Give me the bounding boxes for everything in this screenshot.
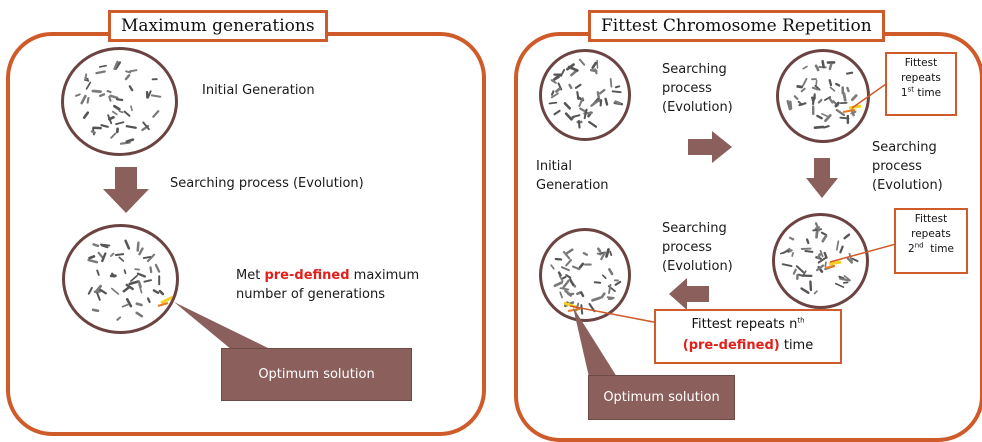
chromosome-mark: [600, 90, 604, 93]
chromosome-mark: [111, 96, 118, 98]
chromosome-mark: [550, 103, 557, 104]
chromosome-mark: [84, 113, 88, 118]
chromosome-mark: [82, 96, 86, 103]
final-generation-cell: [62, 224, 179, 334]
callout-pointer-2: [828, 240, 898, 270]
down-arrow-icon: [103, 167, 149, 215]
chromosome-mark: [116, 122, 123, 124]
chromosome-mark: [131, 106, 132, 110]
chromosome-mark: [153, 111, 158, 117]
chromosome-mark: [606, 99, 607, 105]
chromosome-mark: [616, 102, 620, 104]
chromosome-mark: [125, 112, 130, 116]
fittest-repeats-nth-callout: Fittest repeats nth (pre-defined) time: [654, 309, 842, 364]
chromosome-mark: [76, 94, 80, 95]
chromosome-mark: [126, 71, 130, 72]
initial-generation-cell: [61, 47, 178, 156]
optimum-solution-box-right: Optimum solution: [588, 375, 735, 420]
chromosome-mark: [569, 67, 577, 71]
chromosome-mark: [92, 131, 95, 132]
predefined-highlight: pre-defined: [264, 268, 349, 283]
chromosome-mark: [601, 100, 602, 105]
chromosome-mark: [121, 143, 130, 144]
chromosome-mark: [87, 83, 91, 89]
optimum-solution-box: Optimum solution: [221, 348, 412, 401]
chromosome-mark: [93, 91, 101, 92]
chromosome-mark: [126, 75, 129, 79]
chromosome-mark: [111, 134, 115, 138]
chromosome-mark: [130, 86, 132, 90]
chromosome-mark: [580, 109, 585, 112]
met-predefined-label: Met pre-defined maximum number of genera…: [236, 266, 419, 304]
chromosome-mark: [616, 86, 620, 87]
chromosome-mark: [97, 72, 105, 74]
chromosome-mark: [100, 94, 104, 96]
chromosome-mark: [86, 74, 87, 78]
chromosome-mark: [88, 98, 89, 103]
chromosome-mark: [580, 60, 584, 65]
chromosome-mark: [109, 97, 110, 101]
fittest-repeats-2nd-callout: Fittest repeats 2nd time: [894, 208, 968, 274]
chromosome-mark: [114, 106, 119, 109]
predefined-highlight-right: (pre-defined): [683, 338, 780, 353]
chromosome-mark: [152, 95, 161, 96]
chromosome-mark: [117, 99, 122, 100]
chromosome-mark: [120, 111, 123, 112]
chromosome-mark: [85, 80, 89, 81]
chromosome-mark: [577, 92, 578, 99]
chromosome-mark: [108, 91, 111, 92]
chromosome-mark: [102, 125, 108, 127]
callout-pointer-1: [850, 80, 890, 110]
chromosome-mark: [579, 121, 580, 128]
optimum-pointer-right: [567, 305, 627, 385]
chromosome-mark: [552, 80, 556, 83]
chromosome-mark: [556, 89, 559, 92]
chromosome-mark: [127, 126, 136, 128]
chromosome-mark: [613, 91, 621, 92]
max-generations-title: Maximum generations: [108, 10, 328, 42]
down-arrow-icon-right: [806, 158, 838, 198]
chromosome-mark: [109, 117, 113, 119]
chromosome-mark: [113, 112, 117, 115]
chromosome-mark: [591, 70, 596, 71]
fittest-repeats-1st-callout: Fittest repeats 1st time: [885, 52, 957, 116]
chromosome-mark: [100, 66, 106, 67]
searching-process-label: Searching process (Evolution): [170, 174, 364, 193]
chromosome-mark: [611, 79, 612, 87]
chromosome-mark: [130, 70, 137, 71]
chromosome-mark: [593, 63, 596, 68]
chromosome-mark: [555, 111, 560, 114]
initial-generation-label: Initial Generation: [202, 81, 315, 100]
chromosome-mark: [552, 91, 553, 94]
right-arrow-icon: [688, 131, 732, 163]
chromosome-mark: [148, 91, 151, 97]
chromosome-mark: [566, 114, 571, 120]
chromosome-mark: [572, 115, 579, 117]
left-arrow-icon: [669, 278, 709, 310]
chromosome-mark: [565, 103, 570, 108]
chromosome-mark: [127, 140, 133, 142]
initial-generation-cell-right: [539, 49, 631, 141]
chromosome-mark: [571, 71, 576, 75]
chromosome-mark: [570, 85, 572, 88]
chromosome-mark: [589, 122, 596, 127]
fittest-repetition-title: Fittest Chromosome Repetition: [588, 10, 885, 42]
chromosome-mark: [576, 85, 581, 88]
